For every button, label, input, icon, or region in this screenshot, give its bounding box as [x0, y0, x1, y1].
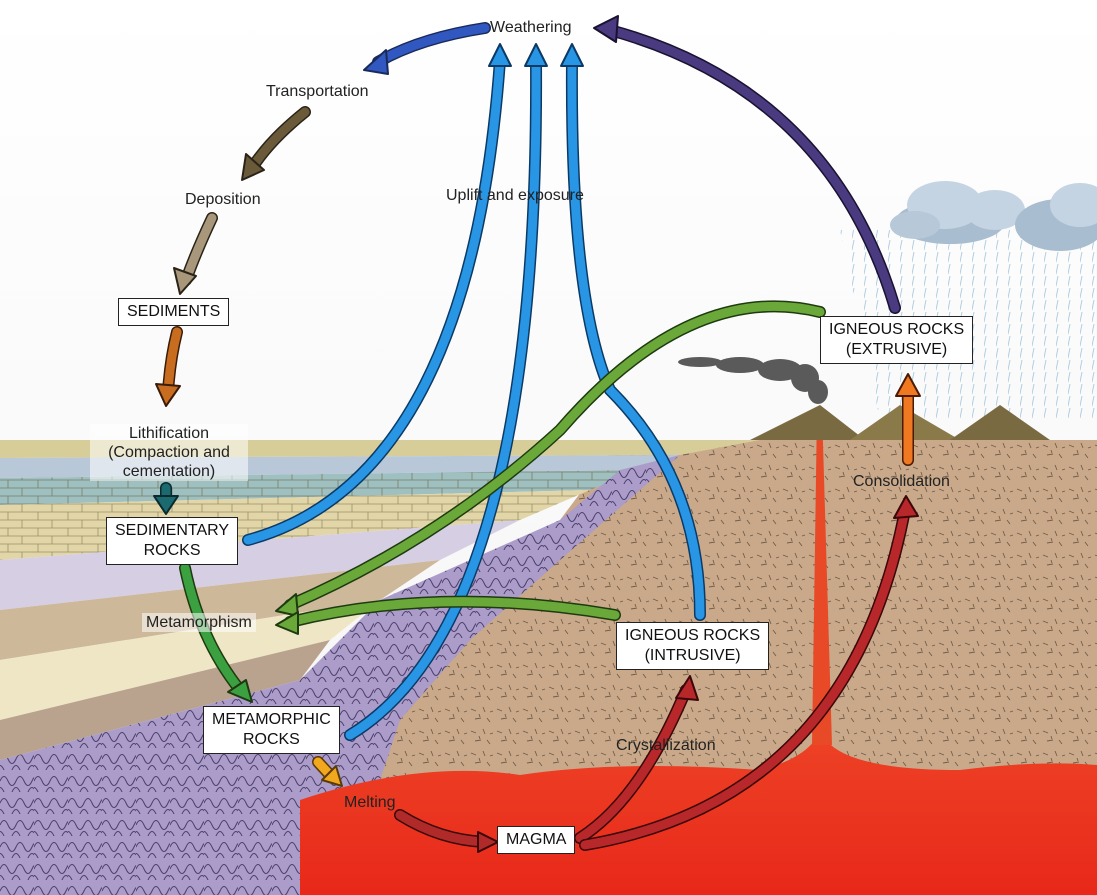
- sedimentary-text-1: SEDIMENTARY: [115, 522, 230, 539]
- metamorphism-label: Metamorphism: [142, 613, 256, 632]
- magma-chamber: [300, 420, 1097, 895]
- sedimentary-text-2: ROCKS: [143, 542, 201, 559]
- sediments-box: SEDIMENTS: [118, 298, 230, 326]
- crystallization-label: Crystallization: [616, 737, 716, 754]
- melting-label: Melting: [344, 794, 396, 811]
- uplift-label: Uplift and exposure: [446, 187, 584, 204]
- magma-box: MAGMA: [497, 826, 576, 854]
- intrusive-text-2: (INTRUSIVE): [644, 647, 741, 664]
- lithification-detail-1: (Compaction and: [108, 444, 230, 461]
- transportation-label: Transportation: [266, 83, 369, 100]
- lithification-detail-2: cementation): [122, 463, 216, 480]
- extrusive-text-1: IGNEOUS ROCKS: [829, 321, 965, 338]
- igneous-extrusive-box: IGNEOUS ROCKS (EXTRUSIVE): [820, 316, 974, 364]
- metamorphic-text-1: METAMORPHIC: [212, 711, 331, 728]
- weathering-label: Weathering: [490, 19, 572, 36]
- extrusive-text-2: (EXTRUSIVE): [845, 341, 948, 358]
- smoke-plume: [678, 357, 828, 404]
- igneous-intrusive-box: IGNEOUS ROCKS (INTRUSIVE): [616, 622, 770, 670]
- sediments-text: SEDIMENTS: [127, 303, 221, 320]
- metamorphic-rocks-box: METAMORPHIC ROCKS: [203, 706, 340, 754]
- magma-text: MAGMA: [506, 831, 567, 848]
- cloud-icon: [890, 181, 1097, 251]
- lithification-label: Lithification (Compaction and cementatio…: [90, 424, 248, 481]
- sedimentary-rocks-box: SEDIMENTARY ROCKS: [106, 517, 239, 565]
- consolidation-label: Consolidation: [853, 473, 950, 490]
- intrusive-text-1: IGNEOUS ROCKS: [625, 627, 761, 644]
- deposition-label: Deposition: [185, 191, 261, 208]
- metamorphic-text-2: ROCKS: [242, 731, 300, 748]
- lithification-title: Lithification: [128, 425, 210, 442]
